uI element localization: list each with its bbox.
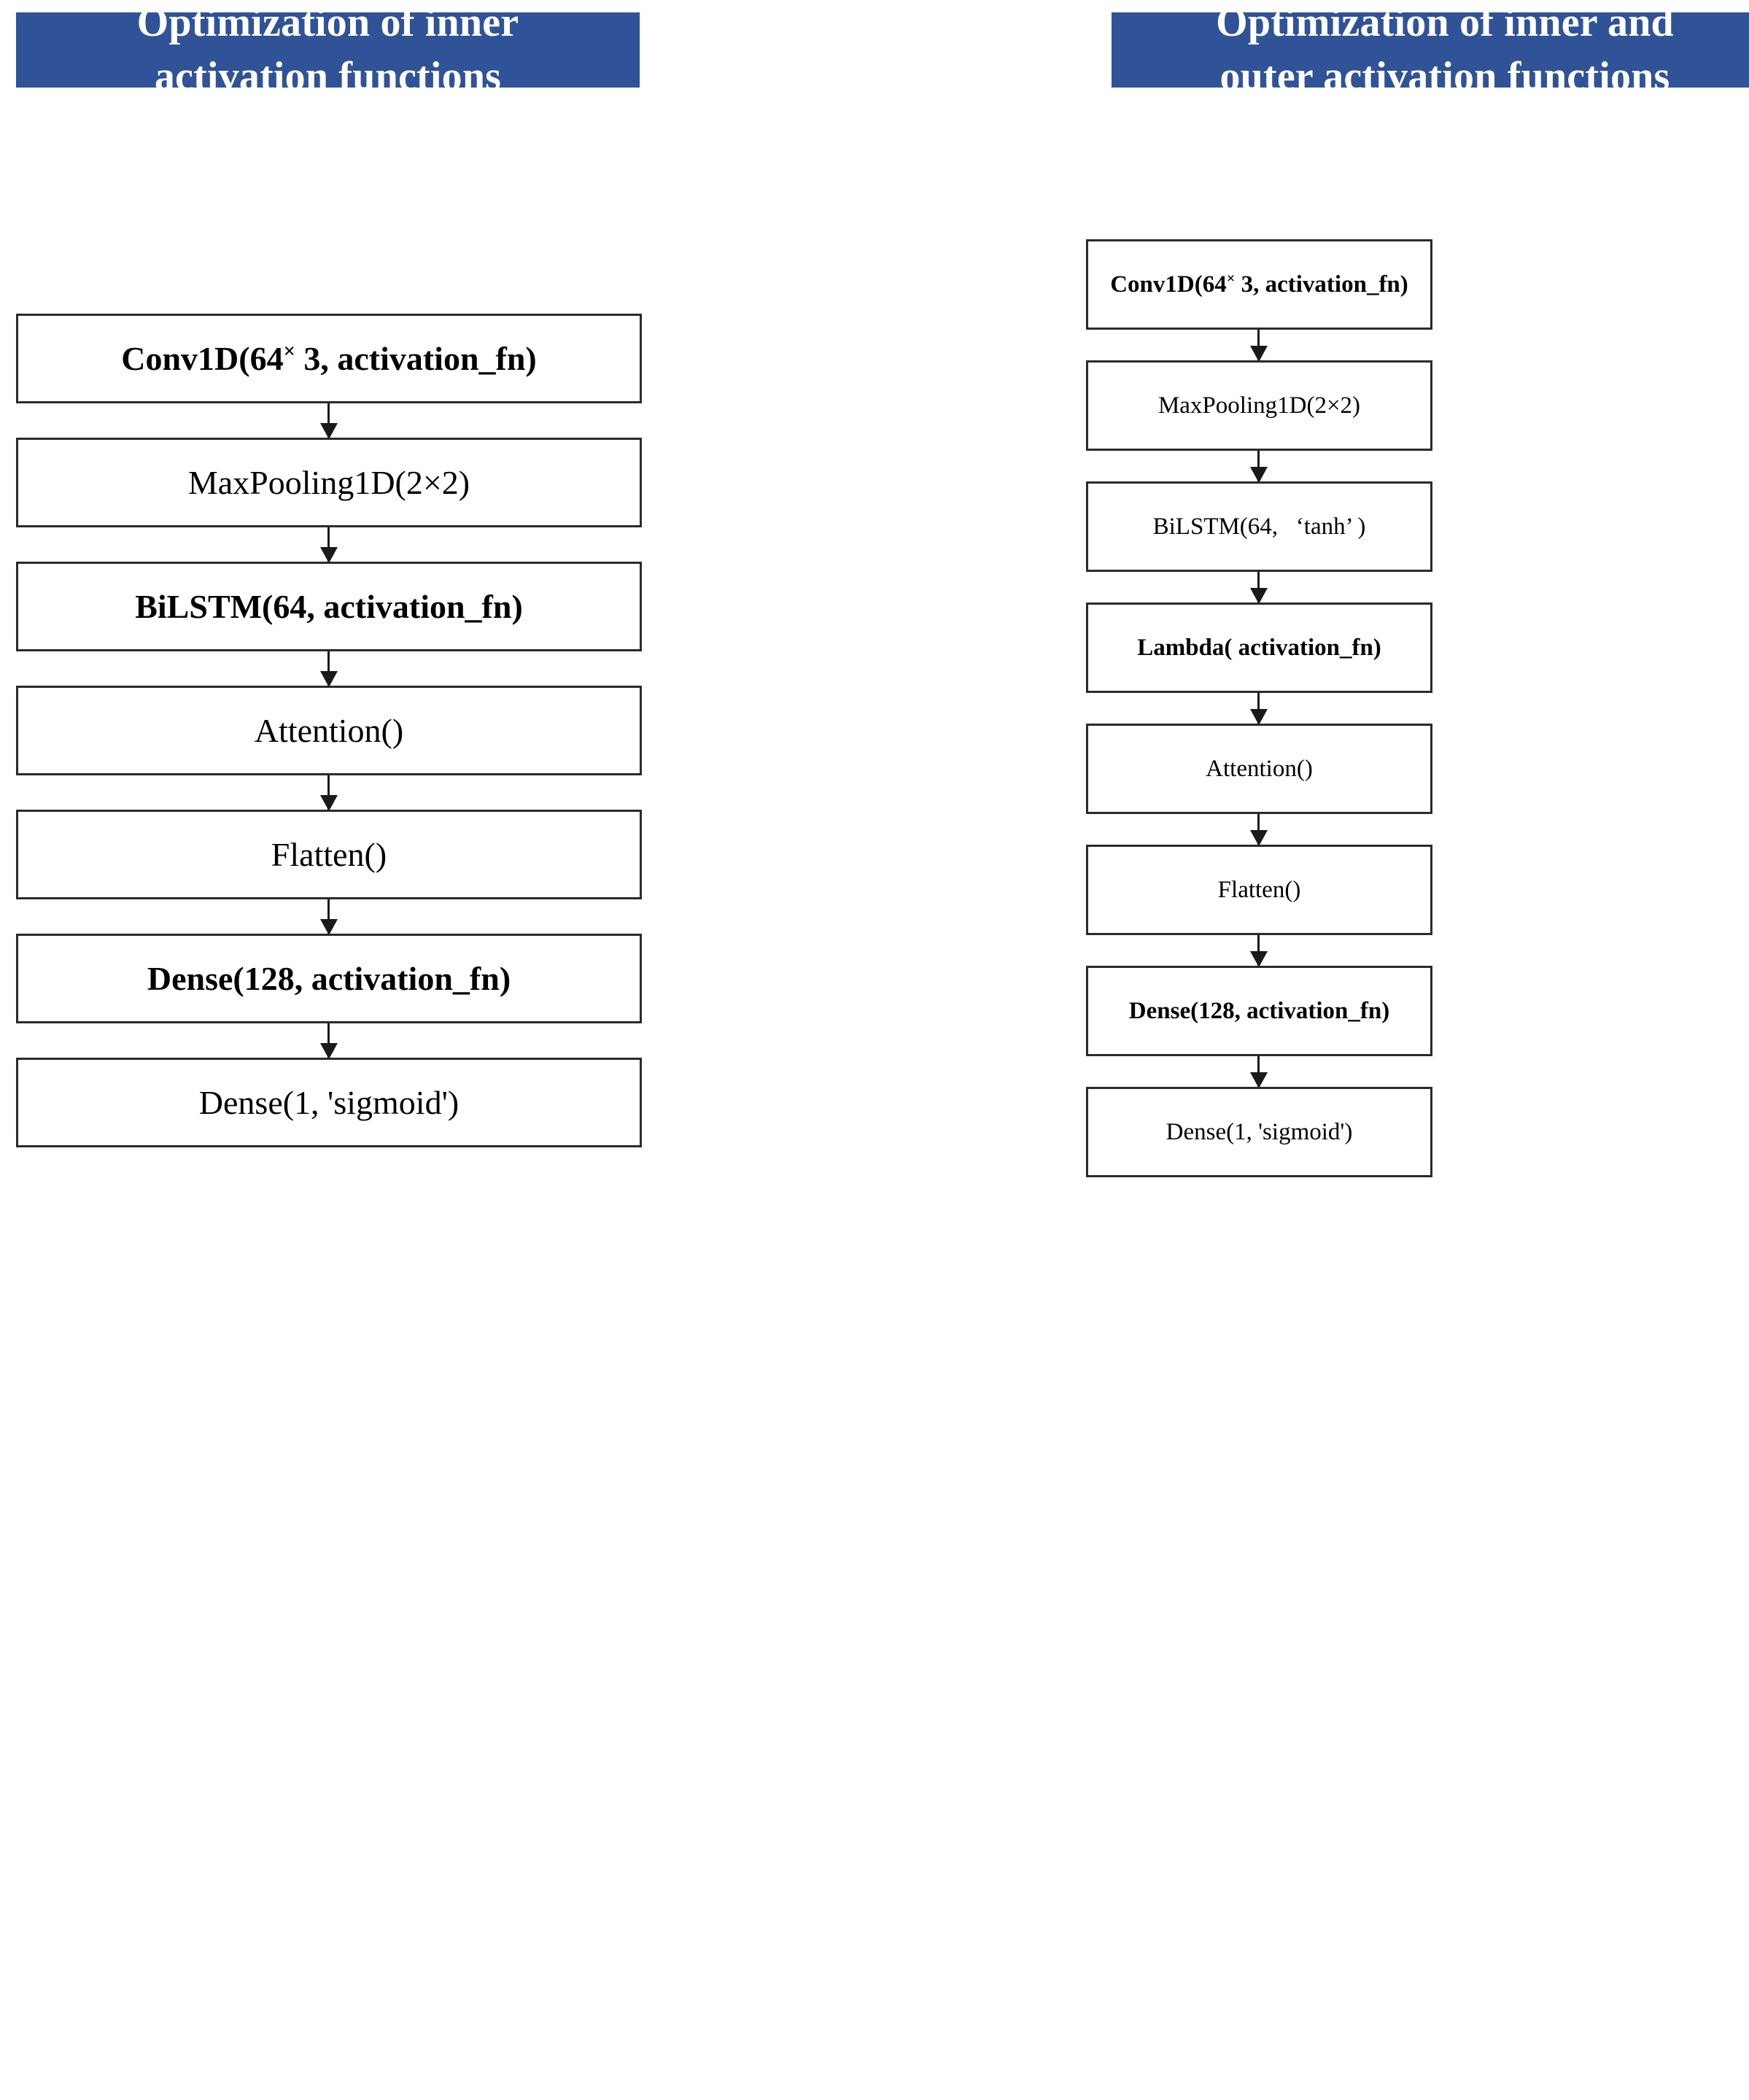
inner-outer-layer-box: Flatten(): [1086, 845, 1432, 935]
inner-arrow-down-icon: [320, 527, 338, 563]
inner-layer-label: Conv1D(64× 3, activation_fn): [121, 340, 537, 377]
inner-layer-box: Dense(128, activation_fn): [16, 934, 642, 1023]
inner-outer-layer-label: Dense(128, activation_fn): [1128, 997, 1390, 1024]
inner-outer-layer-label: Conv1D(64× 3, activation_fn): [1110, 270, 1408, 298]
inner-outer-layer-box: Lambda( activation_fn): [1086, 603, 1432, 693]
inner-arrow-down-icon: [320, 899, 338, 935]
inner-outer-arrow-down-icon: [1250, 330, 1268, 362]
inner-outer-layer-label: MaxPooling1D(2×2): [1157, 392, 1361, 419]
inner-layer-label: Dense(128, activation_fn): [147, 960, 511, 997]
inner-layer-box: Attention(): [16, 686, 642, 775]
panel-title-inner-outer-text: Optimization of inner and outer activatio…: [1216, 0, 1674, 104]
inner-layer-label: MaxPooling1D(2×2): [187, 464, 470, 501]
panel-title-inner-line-1: Optimization of inner: [136, 0, 519, 45]
panel-title-inner-line-2: activation functions: [154, 53, 502, 99]
inner-outer-arrow-down-icon: [1250, 935, 1268, 967]
inner-layer-label: Dense(1, 'sigmoid'): [198, 1084, 459, 1121]
inner-arrow-down-icon: [320, 775, 338, 811]
inner-arrow-down-icon: [320, 651, 338, 687]
inner-outer-layer-box: Conv1D(64× 3, activation_fn): [1086, 239, 1432, 330]
inner-outer-layer-label: Dense(1, 'sigmoid'): [1166, 1118, 1353, 1145]
multiplication-sign-icon: ×: [283, 340, 295, 363]
inner-arrow-down-icon: [320, 403, 338, 439]
inner-outer-layer-label: BiLSTM(64, ‘tanh’ ): [1152, 513, 1366, 540]
inner-outer-arrow-down-icon: [1250, 814, 1268, 846]
panel-title-inner-text: Optimization of inner activation function…: [137, 0, 519, 104]
inner-outer-layer-box: BiLSTM(64, ‘tanh’ ): [1086, 481, 1432, 572]
inner-outer-layer-box: Dense(1, 'sigmoid'): [1086, 1087, 1432, 1177]
inner-layer-label: Attention(): [254, 712, 404, 749]
inner-outer-arrow-down-icon: [1250, 693, 1268, 725]
inner-layer-box: Conv1D(64× 3, activation_fn): [16, 314, 642, 403]
inner-outer-layer-box: MaxPooling1D(2×2): [1086, 360, 1432, 451]
inner-outer-layer-box: Attention(): [1086, 724, 1432, 814]
inner-outer-layer-label: Flatten(): [1217, 876, 1301, 903]
inner-arrow-down-icon: [320, 1023, 338, 1059]
panel-title-inner-outer: Optimization of inner and outer activatio…: [1112, 0, 1749, 99]
inner-outer-layer-label: Attention(): [1206, 755, 1313, 782]
inner-outer-layer-label: Lambda( activation_fn): [1137, 634, 1381, 661]
panel-title-inner-outer-line-1: Optimization of inner and: [1216, 0, 1674, 45]
inner-layer-box: Dense(1, 'sigmoid'): [16, 1058, 642, 1147]
inner-outer-arrow-down-icon: [1250, 1056, 1268, 1088]
inner-outer-arrow-down-icon: [1250, 451, 1268, 483]
inner-outer-layer-box: Dense(128, activation_fn): [1086, 966, 1432, 1056]
multiplication-sign-icon: ×: [1226, 270, 1236, 287]
inner-layer-label: Flatten(): [271, 836, 387, 873]
inner-layer-box: MaxPooling1D(2×2): [16, 438, 642, 527]
panel-title-inner: Optimization of inner activation function…: [16, 0, 640, 99]
inner-layer-box: BiLSTM(64, activation_fn): [16, 562, 642, 651]
inner-layer-box: Flatten(): [16, 810, 642, 899]
panel-title-inner-outer-line-2: outer activation functions: [1219, 53, 1670, 99]
inner-outer-arrow-down-icon: [1250, 572, 1268, 604]
inner-layer-label: BiLSTM(64, activation_fn): [135, 588, 523, 625]
